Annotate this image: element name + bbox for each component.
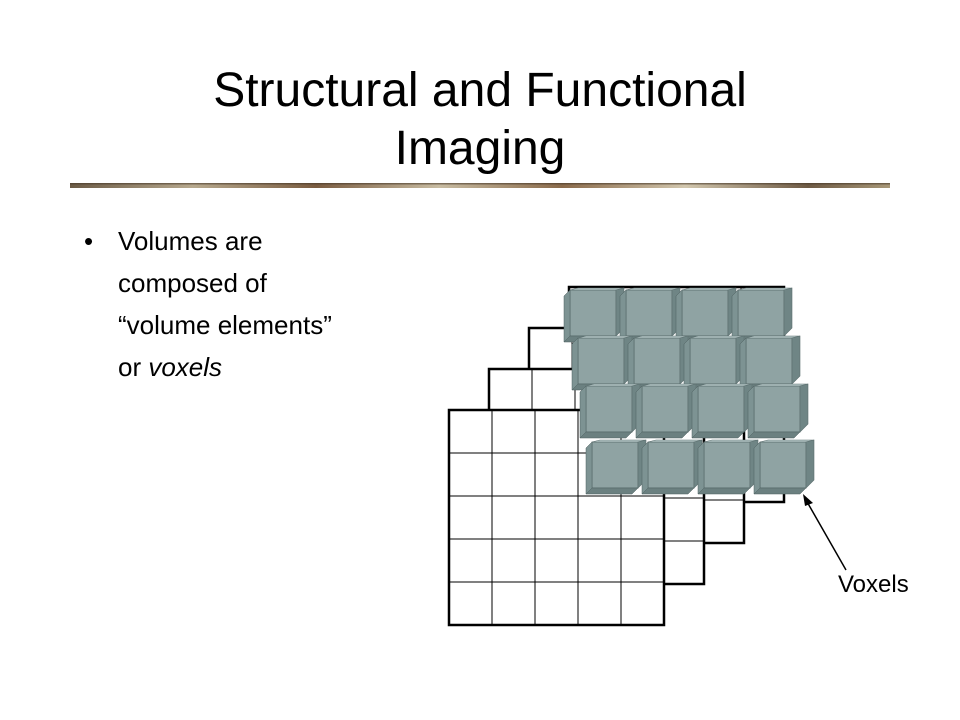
voxels-arrow-head [803, 494, 813, 506]
voxels-arrow-line [805, 499, 847, 571]
voxel-cube-side [799, 383, 809, 433]
voxel-cube-bottom [635, 431, 689, 439]
voxel-cube-bottom [641, 487, 695, 495]
bullet-item: • Volumes are composed of “volume elemen… [84, 220, 444, 388]
voxel-cube-top [697, 383, 753, 387]
voxel-cube [641, 385, 689, 433]
voxel-cube-side [783, 287, 793, 337]
title-line-1: Structural and Functional [213, 64, 747, 117]
voxel-cube-left [619, 289, 627, 343]
voxel-cube [753, 385, 801, 433]
voxel-cube-top [681, 287, 737, 291]
voxel-cube-top [647, 439, 703, 443]
voxel-cube-left [627, 337, 635, 391]
voxel-cube-side [805, 439, 815, 489]
bullet-line-2: composed of [118, 268, 267, 298]
voxel-cube-bottom [753, 487, 807, 495]
voxel-cube-bottom [747, 431, 801, 439]
voxel-cube-left [579, 385, 587, 439]
voxels-label: Voxels [838, 571, 909, 598]
voxel-cube-left [731, 289, 739, 343]
voxel-cube [703, 441, 751, 489]
voxel-cube-top [625, 287, 681, 291]
voxel-cube [585, 385, 633, 433]
voxel-cube-left [691, 385, 699, 439]
voxel-cube-top [703, 439, 759, 443]
voxel-cube [737, 289, 785, 337]
voxel-cube-top [737, 287, 793, 291]
voxel-cube-bottom [579, 431, 633, 439]
voxel-cube-left [747, 385, 755, 439]
voxel-cube-top [745, 335, 801, 339]
voxel-cube-left [571, 337, 579, 391]
voxel-cube-left [739, 337, 747, 391]
voxel-cube-top [569, 287, 625, 291]
title-divider [70, 183, 890, 188]
bullet-line-3: “volume elements” [118, 310, 332, 340]
voxel-cube-left [641, 441, 649, 495]
voxel-cube-bottom [691, 431, 745, 439]
voxel-cube-left [753, 441, 761, 495]
bullet-list: • Volumes are composed of “volume elemen… [84, 220, 444, 388]
voxel-cube [625, 289, 673, 337]
voxel-cube-left [585, 441, 593, 495]
voxel-cube [689, 337, 737, 385]
voxel-cube-left [635, 385, 643, 439]
slide-title: Structural and Functional Imaging [60, 62, 900, 178]
voxel-cube-top [759, 439, 815, 443]
voxel-cube-bottom [585, 487, 639, 495]
voxel-cube [647, 441, 695, 489]
voxel-cube-top [577, 335, 633, 339]
voxel-cube-top [591, 439, 647, 443]
voxel-cube-top [753, 383, 809, 387]
bullet-marker: • [84, 226, 94, 256]
voxel-cube-top [585, 383, 641, 387]
voxel-cube [577, 337, 625, 385]
voxel-cube-top [641, 383, 697, 387]
voxel-cube-top [689, 335, 745, 339]
bullet-line-4-prefix: or [118, 352, 149, 382]
voxel-cube-side [791, 335, 801, 385]
voxel-cube-left [697, 441, 705, 495]
voxel-cube-left [675, 289, 683, 343]
voxel-cube-bottom [697, 487, 751, 495]
voxel-cube [697, 385, 745, 433]
bullet-text: Volumes are composed of “volume elements… [118, 226, 332, 382]
voxel-cube [681, 289, 729, 337]
voxel-cube [569, 289, 617, 337]
bullet-line-1: Volumes are [118, 226, 263, 256]
bullet-line-4-emphasis: voxels [148, 352, 223, 382]
title-line-2: Imaging [394, 122, 566, 175]
voxel-cube [633, 337, 681, 385]
voxel-cube [745, 337, 793, 385]
voxel-cube-top [633, 335, 689, 339]
voxel-cube [759, 441, 807, 489]
voxel-cube [591, 441, 639, 489]
voxel-cube-left [563, 289, 571, 343]
voxel-cube-left [683, 337, 691, 391]
